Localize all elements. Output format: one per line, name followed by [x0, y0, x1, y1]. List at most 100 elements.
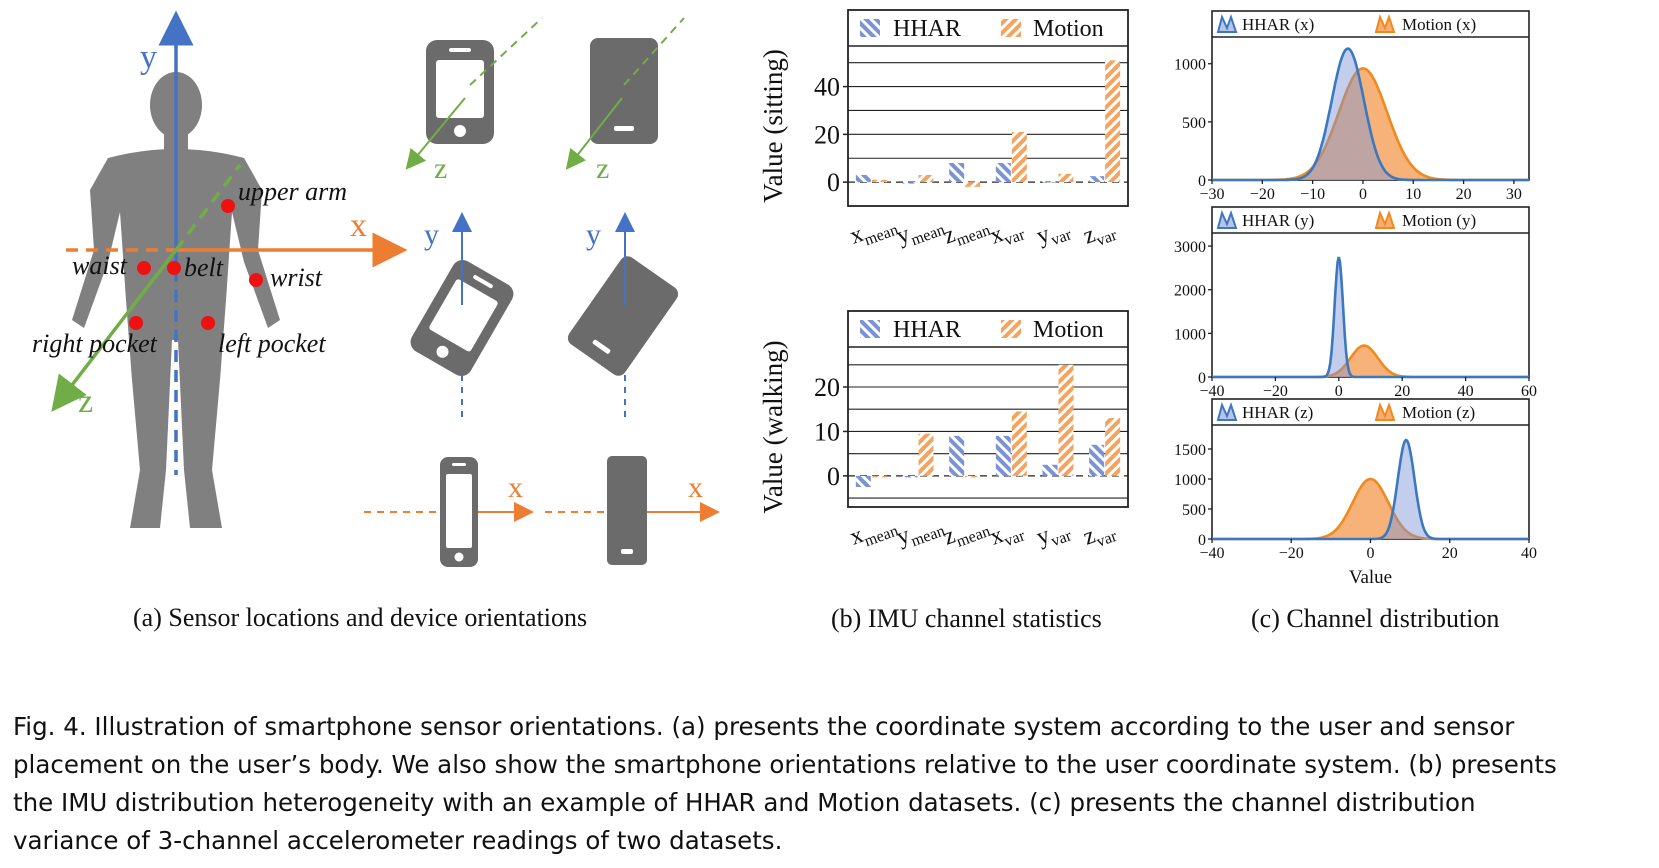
figure-caption: Fig. 4. Illustration of smartphone senso… — [13, 708, 1653, 860]
sensor-belt — [167, 261, 181, 275]
phone-back-row1 — [590, 38, 658, 144]
bar-hhar-x_mean — [855, 475, 871, 487]
y-tick-label: 0 — [1198, 173, 1206, 190]
bar-motion-y_mean — [918, 174, 934, 183]
x-tick-label: 60 — [1521, 383, 1537, 400]
bar-hhar-y_var — [1042, 180, 1058, 183]
label-left-pocket: left pocket — [218, 329, 326, 358]
x-tick-label: 0 — [1359, 186, 1367, 203]
legend-icon-hhar — [1216, 209, 1238, 229]
sensor-markers — [129, 199, 263, 330]
x-tick-label-z_mean: zmean — [940, 210, 993, 254]
legend-swatch-motion — [1001, 320, 1021, 338]
legend-label-motion: Motion (x) — [1402, 15, 1476, 34]
bar-hhar-z_mean — [949, 163, 965, 183]
x-tick-label: −10 — [1300, 186, 1325, 203]
legend-swatch-hhar — [860, 19, 880, 37]
label-right-pocket: right pocket — [32, 329, 158, 358]
phone-back-row3 — [607, 456, 647, 565]
body-axis-y-label: y — [140, 39, 157, 76]
body-axis-z-dashed — [174, 163, 242, 252]
x-tick-label-z_var: zvar — [1080, 515, 1120, 554]
figure-caption-line-1: Fig. 4. Illustration of smartphone senso… — [13, 712, 1515, 741]
y-tick-label: 20 — [814, 120, 840, 149]
bar-motion-z_mean — [965, 475, 981, 478]
legend-icon-motion — [1374, 13, 1396, 33]
figure-caption-line-3: the IMU distribution heterogeneity with … — [13, 788, 1476, 817]
bar-hhar-z_mean — [949, 435, 965, 476]
bar-hhar-x_var — [995, 163, 1011, 183]
x-tick-label: −30 — [1199, 186, 1224, 203]
x-tick-label: −20 — [1279, 545, 1304, 562]
figure-caption-line-2: placement on the user’s body. We also sh… — [13, 750, 1557, 779]
legend-label-motion: Motion — [1033, 317, 1104, 343]
x-tick-label: 10 — [1405, 186, 1421, 203]
bar-hhar-z_var — [1089, 444, 1105, 476]
legend-swatch-motion — [1001, 19, 1021, 37]
x-tick-label: 20 — [1394, 383, 1410, 400]
bar-hhar-y_var — [1042, 464, 1058, 476]
sensor-right-pocket — [129, 316, 143, 330]
x-tick-label-z_var: zvar — [1080, 214, 1120, 253]
bar-hhar-x_var — [995, 435, 1011, 476]
phone5-axis-x-label: x — [508, 471, 523, 504]
legend-icon-motion — [1374, 209, 1396, 229]
label-upper-arm: upper arm — [238, 177, 347, 206]
x-tick-label: 0 — [1367, 545, 1375, 562]
y-tick-label: 10 — [814, 417, 840, 446]
bar-motion-y_var — [1058, 173, 1074, 183]
bar-hhar-z_var — [1089, 176, 1105, 183]
phone3-axis-y-label: y — [424, 218, 439, 251]
bar-motion-x_mean — [871, 475, 887, 478]
x-tick-label: −20 — [1250, 186, 1275, 203]
y-tick-label: 3000 — [1174, 239, 1206, 256]
phone4-axis-y-label: y — [586, 218, 601, 251]
x-tick-label: −20 — [1263, 383, 1288, 400]
phone-front-row1 — [426, 40, 494, 144]
x-tick-label: 20 — [1456, 186, 1472, 203]
x-tick-label-x_var: xvar — [986, 214, 1027, 254]
y-tick-label: 0 — [827, 462, 840, 491]
panel-a-illustration: y x z upper arm waist belt wrist right p… — [32, 10, 720, 567]
bar-motion-x_mean — [871, 179, 887, 183]
legend-label-motion: Motion — [1033, 16, 1104, 42]
x-axis-label: Value — [1349, 567, 1392, 588]
x-tick-label-y_mean: ymean — [893, 510, 947, 554]
chart-frame — [847, 9, 1129, 207]
legend-label-hhar: HHAR — [893, 317, 961, 343]
y-tick-label: 1500 — [1174, 442, 1206, 459]
x-tick-label-y_mean: ymean — [893, 209, 947, 253]
body-axis-x-label: x — [350, 207, 367, 244]
x-tick-label-y_var: yvar — [1033, 515, 1074, 555]
phone1-axis-z-label: z — [434, 152, 447, 185]
density-line-hhar — [1212, 256, 1529, 379]
y-tick-label: 0 — [827, 168, 840, 197]
phone-front-row3 — [440, 457, 478, 567]
legend-label-motion: Motion (y) — [1402, 211, 1476, 230]
phone-front-row2 — [410, 259, 514, 377]
phone-back-row2 — [567, 256, 679, 376]
x-tick-label-y_var: yvar — [1033, 214, 1074, 254]
y-tick-label: 40 — [814, 73, 840, 102]
phone2-axis-z-label: z — [596, 152, 609, 185]
density-line-hhar — [1212, 47, 1529, 182]
y-tick-label: 500 — [1182, 115, 1206, 132]
legend-icon-hhar — [1216, 401, 1238, 421]
x-tick-label-x_mean: xmean — [846, 209, 900, 253]
y-axis-label: Value (walking) — [758, 340, 788, 513]
label-wrist: wrist — [270, 263, 323, 292]
figure-caption-line-4: variance of 3-channel accelerometer read… — [13, 826, 783, 855]
bar-motion-z_mean — [965, 182, 981, 187]
y-tick-label: 1000 — [1174, 472, 1206, 489]
legend-label-hhar: HHAR (z) — [1242, 403, 1313, 422]
density-area-motion — [1212, 479, 1529, 539]
y-tick-label: 500 — [1182, 502, 1206, 519]
